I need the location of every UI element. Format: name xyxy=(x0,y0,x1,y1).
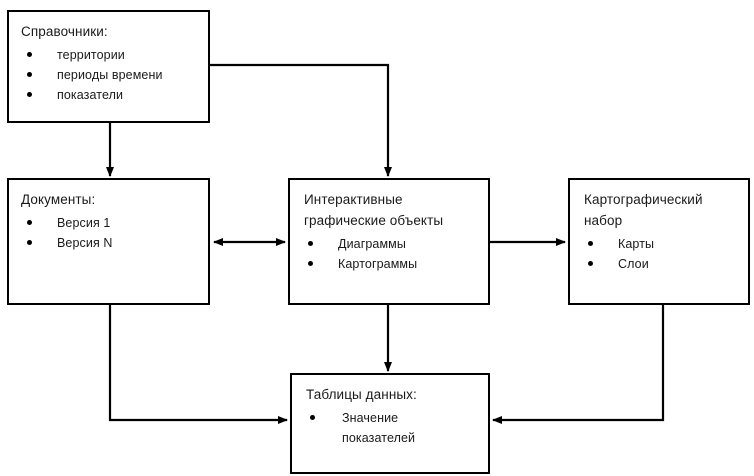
bullet-dot-icon xyxy=(588,240,593,246)
list-item: Карты xyxy=(570,234,748,254)
node-documents-title: Документы: xyxy=(21,192,96,207)
node-data-tables-bullets: Значение показателей xyxy=(292,408,488,449)
list-item: Версия N xyxy=(9,233,208,253)
list-item: Версия 1 xyxy=(9,213,208,233)
node-interactive-graphic-objects-title: Интерактивные графические объекты xyxy=(304,192,444,228)
list-item: Значение показателей xyxy=(292,408,488,449)
node-interactive-graphic-objects-bullets: Диаграммы Картограммы xyxy=(290,234,488,275)
connector-docs-to-tables xyxy=(108,305,288,424)
bullet-label: Слои xyxy=(618,257,649,272)
node-cartographic-set[interactable]: Картографический набор Карты Слои xyxy=(568,178,750,305)
bullet-dot-icon xyxy=(27,219,32,225)
bullet-label: периоды времени xyxy=(57,68,163,83)
node-documents-bullets: Версия 1 Версия N xyxy=(9,213,208,254)
list-item: периоды времени xyxy=(9,65,208,85)
bullet-dot-icon xyxy=(310,414,315,420)
node-refs-bullets: территории периоды времени показатели xyxy=(9,45,208,106)
bullet-label: Картограммы xyxy=(338,257,418,272)
connector-carto-to-tables xyxy=(492,305,665,424)
node-refs[interactable]: Справочники: территории периоды времени … xyxy=(7,10,210,123)
bullet-label: Карты xyxy=(618,236,655,251)
bullet-dot-icon xyxy=(588,261,593,267)
node-cartographic-set-title: Картографический набор xyxy=(584,192,703,228)
bullet-label: Диаграммы xyxy=(338,236,406,251)
bullet-dot-icon xyxy=(27,92,32,98)
list-item: Картограммы xyxy=(290,254,488,274)
list-item: Слои xyxy=(570,254,748,274)
bullet-dot-icon xyxy=(27,240,32,246)
bullet-dot-icon xyxy=(308,261,313,267)
node-refs-title: Справочники: xyxy=(21,24,108,39)
bullet-label: территории xyxy=(57,47,125,62)
bullet-label: Версия N xyxy=(57,236,113,251)
node-documents[interactable]: Документы: Версия 1 Версия N xyxy=(7,178,210,305)
bullet-dot-icon xyxy=(308,240,313,246)
list-item: Диаграммы xyxy=(290,234,488,254)
bullet-label: Версия 1 xyxy=(57,215,111,230)
list-item: территории xyxy=(9,45,208,65)
node-cartographic-set-bullets: Карты Слои xyxy=(570,234,748,275)
connector-refs-to-igo xyxy=(210,63,392,177)
bullet-dot-icon xyxy=(27,51,32,57)
node-interactive-graphic-objects[interactable]: Интерактивные графические объекты Диагра… xyxy=(288,178,490,305)
list-item: показатели xyxy=(9,85,208,105)
node-data-tables-title: Таблицы данных: xyxy=(306,387,417,402)
bullet-label: показатели xyxy=(57,88,124,103)
bullet-dot-icon xyxy=(27,72,32,78)
bullet-label: Значение показателей xyxy=(342,410,416,446)
node-data-tables[interactable]: Таблицы данных: Значение показателей xyxy=(290,373,490,474)
